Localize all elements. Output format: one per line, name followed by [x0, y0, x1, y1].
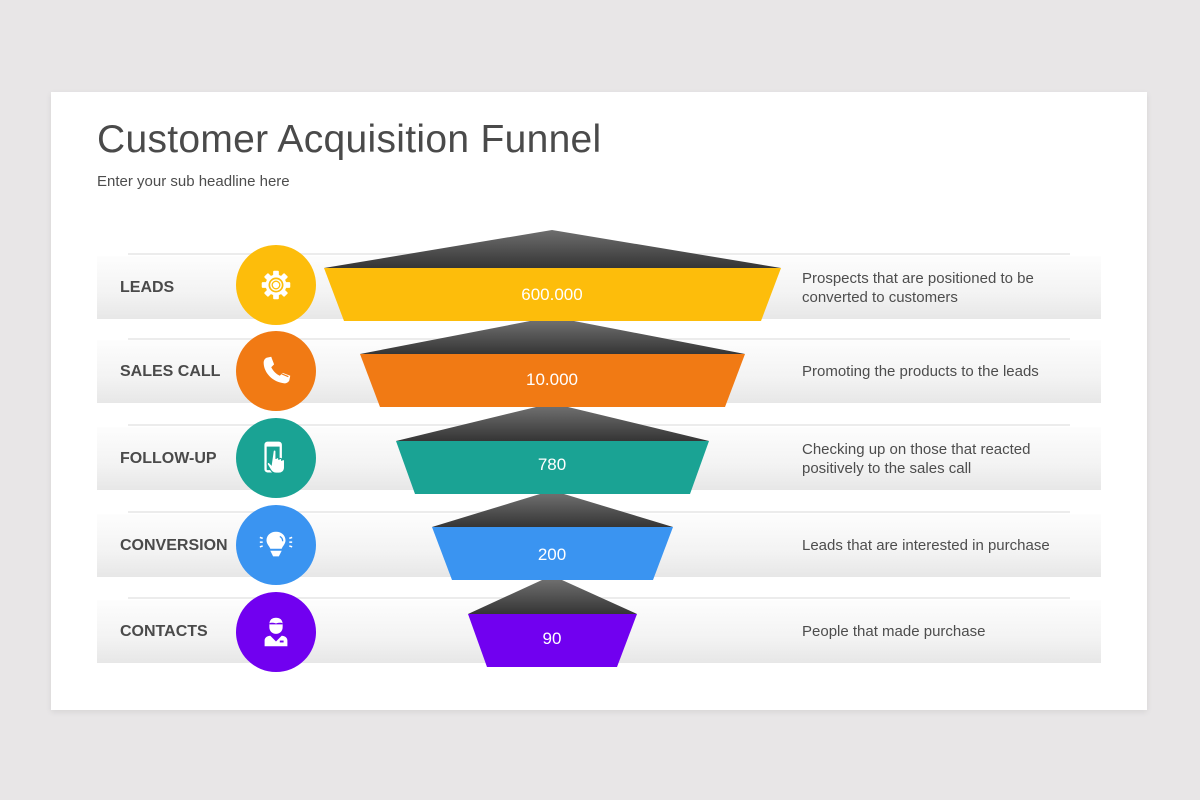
description-text: Prospects that are positioned to be conv… [802, 269, 1034, 306]
description-text: Checking up on those that reacted positi… [802, 440, 1031, 477]
funnel-value-conversion: 200 [537, 545, 567, 564]
description-text: Leads that are interested in purchase [802, 537, 1050, 554]
funnel-value-contacts: 90 [542, 629, 562, 648]
stage-label-follow-up: FOLLOW-UP [120, 450, 217, 467]
description-text: People that made purchase [802, 623, 986, 640]
stage-icon-contacts [236, 592, 316, 672]
funnel-value-sales-call: 10.000 [526, 370, 578, 389]
description-text: Promoting the products to the leads [802, 363, 1039, 380]
stage-description-follow-up: Checking up on those that reacted positi… [802, 427, 1092, 490]
stage-label-conversion: CONVERSION [120, 537, 228, 554]
stage-icon-sales-call [236, 331, 316, 411]
stage-icon-follow-up [236, 418, 316, 498]
slide-title: Customer Acquisition Funnel [97, 118, 602, 161]
stage-icon-conversion [236, 505, 316, 585]
stage-description-contacts: People that made purchase [802, 600, 1092, 663]
stage-label-leads: LEADS [120, 279, 175, 296]
funnel-value-leads: 600.000 [521, 285, 583, 304]
funnel-value-follow-up: 780 [537, 455, 567, 474]
stage-label-contacts: CONTACTS [120, 623, 208, 640]
lightbulb-icon [259, 531, 293, 557]
touch-phone-icon [264, 441, 286, 474]
stage-description-conversion: Leads that are interested in purchase [802, 514, 1092, 577]
stage-description-sales-call: Promoting the products to the leads [802, 340, 1092, 403]
stage-icon-leads [236, 245, 316, 325]
stage-label-sales-call: SALES CALL [120, 363, 221, 380]
stage-description-leads: Prospects that are positioned to be conv… [802, 256, 1092, 319]
person-icon [264, 617, 288, 647]
slide-subtitle: Enter your sub headline here [97, 173, 290, 190]
gear-icon [261, 270, 291, 300]
phone-icon [263, 356, 291, 384]
